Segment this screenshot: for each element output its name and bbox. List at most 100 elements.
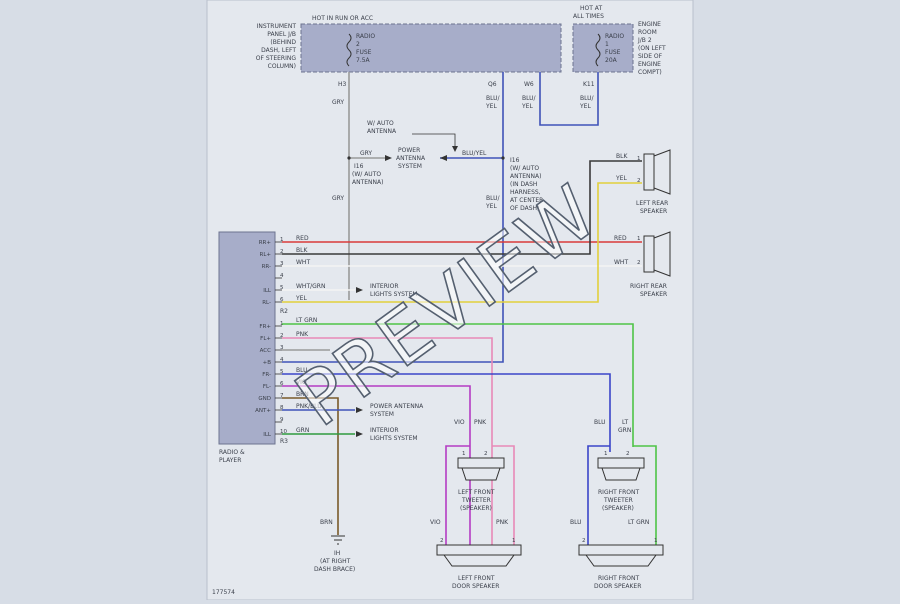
wire-label-blk-spk: BLK [616,153,628,160]
power-antenna-label: POWER ANTENNA [370,403,424,410]
speaker-pin: 1 [654,538,658,544]
blu-lead-right-door [587,445,610,545]
fuse-radio1-text: FUSE [605,49,621,56]
connector-w6: W6 [524,81,534,88]
right-front-tweeter: 1 2 RIGHT FRONT TWEETER (SPEAKER) [597,451,645,512]
right-front-door-speaker: 2 1 RIGHT FRONT DOOR SPEAKER [578,538,664,590]
radio-pin-number: 3 [280,345,284,351]
power-antenna-system-label: SYSTEM [398,163,422,170]
tweeter-label: TWEETER [461,497,491,504]
speaker-cone-icon [653,231,671,277]
speaker-label: SPEAKER [640,291,667,298]
wire-label-pnk-door: PNK [496,519,509,526]
instrument-panel-jb-box [300,23,562,73]
wire-label-brn: BRN [296,391,309,398]
wire-label-vio-door: VIO [430,519,441,526]
connector-r2-label: R2 [280,308,288,315]
wire-label-wht-spk: WHT [614,259,628,266]
speaker-pin: 1 [512,538,516,544]
hot-run-acc-label: HOT IN RUN OR ACC [312,15,373,22]
radio-pin-name: +B [263,360,272,366]
speaker-pin: 2 [440,538,444,544]
left-front-door-speaker: 2 1 LEFT FRONT DOOR SPEAKER [436,538,522,590]
interior-lights-label: LIGHTS SYSTEM [370,291,418,298]
radio-pin-name: ANT+ [255,408,271,414]
splice-dot [347,156,351,160]
speaker-pin: 2 [484,451,488,457]
fuse-radio2-symbol [346,33,352,67]
figure-id: 177574 [212,589,235,596]
tweeter-label: TWEETER [603,497,633,504]
door-speaker-label: DOOR SPEAKER [452,583,499,590]
tweeter-label: (SPEAKER) [602,505,634,512]
door-speaker-cone-icon [443,554,515,567]
power-antenna-label: SYSTEM [370,411,394,418]
ground-label: DASH BRACE) [314,566,355,573]
blu-yel-label: YEL [485,103,497,110]
blu-yel-label: YEL [579,103,591,110]
wire-label-blu-door: BLU [570,519,582,526]
blu-yel-label: BLU/ [522,95,537,102]
left-rear-speaker: 1 2 LEFT REAR SPEAKER [636,149,671,215]
blu-yel-label: BLU/ [486,95,501,102]
wire-label-brn-gnd: BRN [320,519,333,526]
vio-lead-left-door [445,445,470,545]
blu-yel-jb-link-wire [539,72,599,126]
i16-right-label: AT CENTER [510,197,543,204]
wire-label-pnk-tw: PNK [474,419,487,426]
radio-pin-number: 10 [280,429,287,435]
radio-player-unit [218,231,276,445]
speaker-pin: 2 [626,451,630,457]
radio-pin-number: 7 [280,393,284,399]
interior-lights-label: LIGHTS SYSTEM [370,435,418,442]
i16-right-label: ANTENNA) [510,173,541,180]
i16-right-label: I16 [510,157,520,164]
speaker-pin: 2 [637,178,641,184]
speaker-pin: 1 [462,451,466,457]
door-speaker-label: DOOR SPEAKER [594,583,641,590]
radio-pin-number: 3 [280,261,284,267]
fuse-radio2-text: RADIO [356,33,375,40]
wire-label-blu: BLU [296,367,308,374]
radio-pin-name: GND [258,396,271,402]
tweeter-label: LEFT FRONT [458,489,495,496]
hot-all-times-label-2: ALL TIMES [573,13,604,20]
speaker-label: SPEAKER [640,208,667,215]
radio-pin-name: RR- [262,264,271,270]
ground-label: (AT RIGHT [320,558,351,565]
left-front-tweeter: 1 2 LEFT FRONT TWEETER (SPEAKER) [457,451,505,512]
wire-label-lt-grn-door: LT GRN [628,519,649,526]
wire-label-pnk: PNK [296,331,309,338]
auto-antenna-leader [412,133,456,148]
tweeter-body [597,457,645,469]
er-jb-line: SIDE OF [638,53,663,60]
arrow-icon [385,155,392,161]
blu-wire-fr-minus [282,373,611,452]
radio-pin-name: RR+ [259,240,272,246]
radio-pin-name: FL- [263,384,271,390]
radio-pin-number: 5 [280,369,284,375]
radio-pin-number: 6 [280,297,284,303]
door-speaker-body [578,544,664,556]
speaker-pin: 2 [582,538,586,544]
ground-icon [331,535,345,545]
radio2-fuse: RADIO 2 FUSE 7.5A [346,33,375,67]
i16-right-label: OF DASH) [510,205,539,212]
radio-pin-number: 1 [280,237,284,243]
radio-pin-name: RL+ [260,252,272,258]
tweeter-label: (SPEAKER) [460,505,492,512]
connector-r3-label: R3 [280,438,288,445]
arrow-icon [356,287,363,293]
wire-label-yel-spk: YEL [615,175,627,182]
fuse-radio1-text: 1 [605,41,609,48]
fuse-radio2-text: 2 [356,41,360,48]
er-jb-line: (ON LEFT [638,45,666,52]
radio-pin-number: 4 [280,357,284,363]
arrow-icon [440,155,447,161]
wire-label-yel: YEL [295,295,307,302]
w-auto-antenna-label: ANTENNA [367,128,397,135]
i16-right-label: (W/ AUTO [510,165,539,172]
wire-label-blu-tw: BLU [594,419,606,426]
interior-lights-label: INTERIOR [370,283,399,290]
